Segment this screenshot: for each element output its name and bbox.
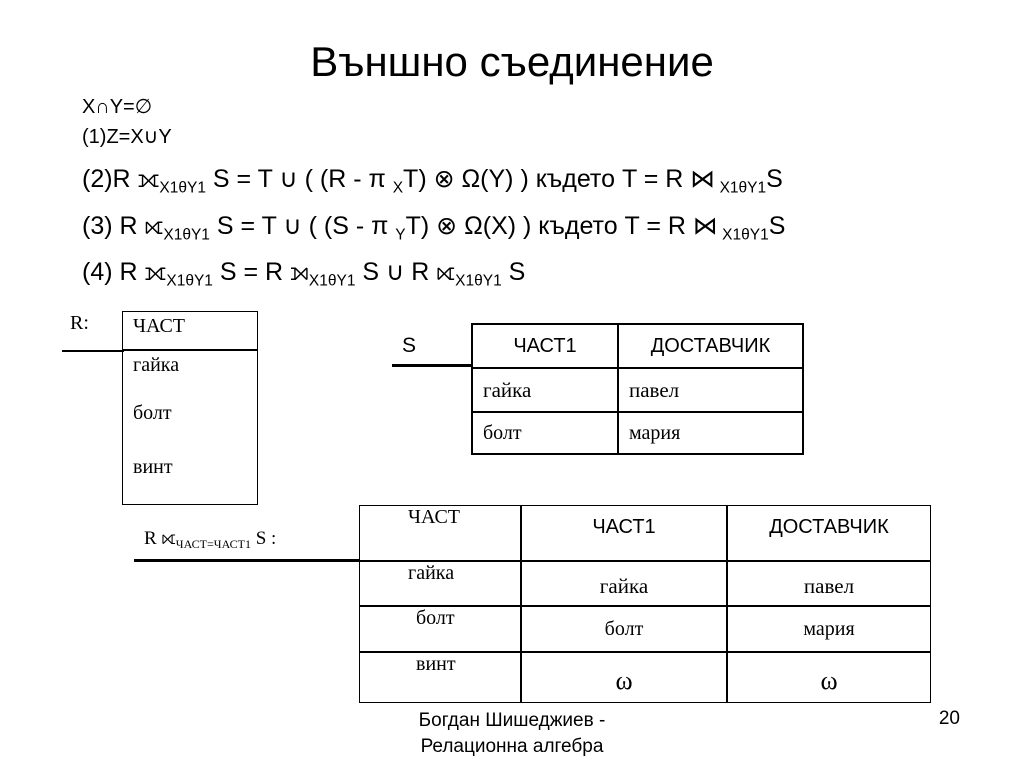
join-icon: ⋈ (690, 164, 716, 193)
col-divider (726, 506, 728, 702)
table-cell: мария (803, 618, 855, 640)
f4-end: S (501, 258, 526, 286)
f3-end: S (768, 212, 786, 240)
table-cell: болт (604, 618, 644, 640)
right-outer-join-icon: ⟖ (161, 527, 176, 549)
table-s-header-part1: ЧАСТ1 (471, 323, 619, 369)
table-row: винт (133, 456, 173, 478)
f2-rest: T) ⊗ Ω(Y) ) където T = R (403, 165, 691, 193)
table-cell: павел (617, 367, 804, 413)
f2-end: S (766, 165, 783, 193)
f4-prefix: (4) R (82, 258, 145, 286)
result-label: R ⟖ЧАСТ=ЧАСТ1 S : (144, 527, 276, 552)
footer: Богдан Шишеджиев - Релационна алгебра (0, 708, 1024, 760)
table-r-underline (62, 350, 124, 352)
f3-sub2: X1θY1 (717, 226, 769, 244)
f3-suby: Y (395, 226, 406, 244)
table-s-underline (392, 364, 472, 367)
formula-full-outer-decomposition: (4) R ⟗X1θY1 S = R ⟕X1θY1 S ∪ R ⟖X1θY1 S (82, 257, 525, 290)
result-label-sub: ЧАСТ=ЧАСТ1 (175, 537, 251, 552)
f2-mid: S = T ∪ ( (R - π (205, 165, 393, 193)
left-outer-join-icon: ⟕ (290, 257, 309, 286)
f3-rest: T) ⊗ Ω(X) ) където T = R (405, 212, 693, 240)
row-divider (360, 651, 930, 653)
row-divider (360, 560, 930, 562)
f4-sub3: X1θY1 (455, 272, 502, 290)
table-cell: болт (471, 411, 619, 455)
result-header-part1: ЧАСТ1 (592, 516, 656, 538)
table-cell: болт (416, 607, 455, 629)
join-icon: ⋈ (692, 211, 718, 240)
f4-mid2: S ∪ R (355, 258, 437, 286)
right-outer-join-icon: ⟖ (144, 211, 164, 240)
union-line: (1)Z=X∪Y (82, 126, 172, 148)
table-s: ЧАСТ1 ДОСТАВЧИК гайка павел болт мария (471, 323, 804, 455)
footer-course: Релационна алгебра (420, 736, 604, 757)
intersection-line: X∩Y=∅ (82, 96, 153, 118)
omega-cell: ω (820, 666, 838, 695)
f3-prefix: (3) R (82, 212, 145, 240)
f3-mid: S = T ∪ ( (S - π (209, 212, 396, 240)
f3-sub1: X1θY1 (163, 226, 210, 244)
table-s-label: S (402, 334, 417, 357)
table-row: болт (133, 402, 172, 424)
formula-full-outer-join: (2)R ⟗X1θY1 S = T ∪ ( (R - π XT) ⊗ Ω(Y) … (82, 164, 783, 197)
f4-sub2: X1θY1 (308, 272, 356, 290)
table-s-header-supplier: ДОСТАВЧИК (617, 323, 804, 369)
table-result: ЧАСТ ЧАСТ1 ДОСТАВЧИК гайка гайка павел б… (359, 505, 931, 703)
full-outer-join-icon: ⟗ (144, 257, 167, 286)
f2-sub1: X1θY1 (159, 179, 206, 197)
right-outer-join-icon: ⟖ (436, 257, 456, 286)
result-label-suffix: S : (250, 528, 277, 549)
result-underline (134, 559, 360, 562)
table-r-label: R: (70, 312, 89, 334)
table-cell: мария (617, 411, 804, 455)
f2-prefix: (2)R (82, 165, 138, 193)
col-divider (520, 506, 522, 702)
full-outer-join-icon: ⟗ (137, 164, 160, 193)
f2-sub2: X1θY1 (715, 179, 767, 197)
table-cell: гайка (408, 562, 455, 584)
table-r-header: ЧАСТ (133, 315, 186, 337)
result-header-supplier: ДОСТАВЧИК (769, 516, 889, 538)
row-divider (360, 605, 930, 607)
result-label-prefix: R (144, 528, 162, 549)
table-row: гайка (133, 354, 180, 376)
footer-author: Богдан Шишеджиев - (418, 710, 606, 731)
table-cell: павел (803, 574, 855, 598)
formula-right-outer-join: (3) R ⟖X1θY1 S = T ∪ ( (S - π YT) ⊗ Ω(X)… (82, 211, 785, 244)
slide-title: Външно съединение (310, 38, 714, 85)
result-header-part: ЧАСТ (408, 506, 461, 528)
table-r: ЧАСТ гайка болт винт (122, 311, 258, 505)
page-number: 20 (938, 708, 960, 729)
table-cell: гайка (599, 574, 649, 598)
f4-mid: S = R (212, 258, 291, 286)
omega-cell: ω (615, 666, 633, 695)
table-cell: гайка (471, 367, 619, 413)
f2-subx: X (392, 179, 404, 197)
table-cell: винт (416, 653, 456, 675)
f4-sub1: X1θY1 (166, 272, 213, 290)
table-r-divider (123, 349, 257, 351)
